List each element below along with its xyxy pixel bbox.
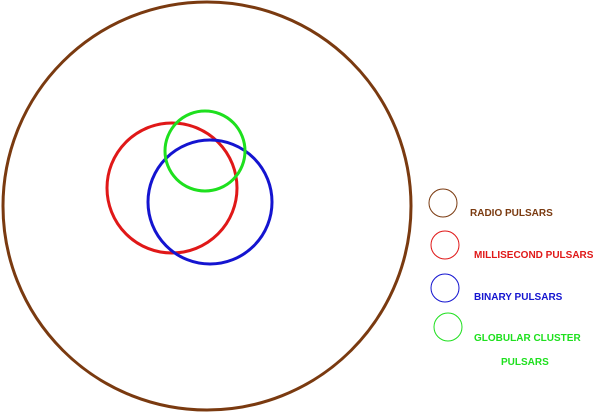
binary-pulsars-circle [146,138,274,266]
legend-globular-label: GLOBULAR CLUSTER [474,333,581,344]
legend-radio-label: RADIO PULSARS [470,208,553,219]
radio-pulsars-circle [1,0,413,412]
legend-globular-label-line2: PULSARS [501,357,549,368]
legend-millisecond-swatch [430,230,460,260]
legend-binary-label: BINARY PULSARS [474,292,563,303]
millisecond-pulsars-circle [105,121,239,255]
legend-globular-swatch [433,312,463,342]
legend-millisecond-label: MILLISECOND PULSARS [474,250,594,261]
legend-radio-swatch [428,188,458,218]
legend-binary-swatch [430,273,460,303]
globular-cluster-pulsars-circle [163,109,247,193]
legend: RADIO PULSARS MILLISECOND PULSARS BINARY… [428,188,594,368]
